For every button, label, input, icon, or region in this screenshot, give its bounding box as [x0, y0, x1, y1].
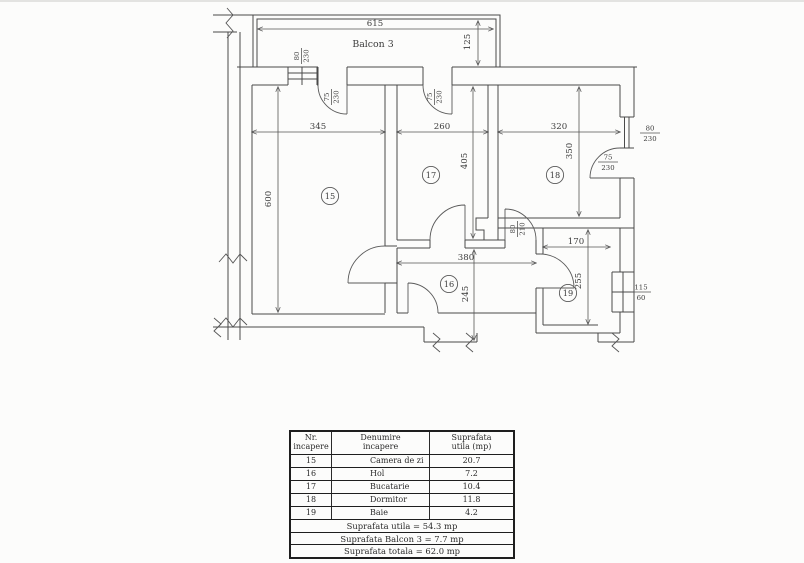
dim-living-height: 600: [264, 191, 274, 207]
cell-area: 7.2: [465, 468, 478, 478]
room-number-bedroom: 18: [545, 165, 565, 185]
dim-hall-width: 380: [458, 253, 474, 263]
table-row: 17 Bucatarie 10.4: [291, 481, 513, 494]
svg-text:210: 210: [519, 222, 527, 235]
balcony-label: Balcon 3: [352, 39, 393, 50]
svg-text:230: 230: [303, 49, 311, 62]
room-number-hall: 16: [439, 274, 459, 294]
room-number-bath: 19: [558, 283, 578, 303]
floor-plan-drawing: 615 Balcon 3 125 345 260 320 600 405 350…: [213, 7, 660, 353]
dim-bedroom-width: 320: [551, 122, 567, 132]
svg-text:16: 16: [444, 279, 454, 289]
svg-text:230: 230: [333, 90, 341, 103]
cell-nr: 17: [291, 481, 332, 493]
balcony-door-2: [422, 84, 453, 115]
cell-name: Dormitor: [332, 494, 430, 506]
cell-nr: 16: [291, 468, 332, 480]
dim-balcony-depth: 125: [463, 34, 473, 50]
svg-text:60: 60: [637, 294, 646, 302]
room-number-living: 15: [320, 186, 340, 206]
dim-kitchen-width: 260: [434, 122, 450, 132]
summary-utila: Suprafata utila = 54.3 mp: [291, 520, 513, 533]
cell-area: 20.7: [462, 455, 481, 465]
svg-text:80: 80: [293, 52, 301, 61]
label-door-75-230-right: 75 230: [598, 154, 618, 172]
dim-bedroom-height: 350: [565, 143, 575, 159]
summary-totala: Suprafata totala = 62.0 mp: [344, 546, 460, 557]
table-row: 18 Dormitor 11.8: [291, 494, 513, 507]
bedroom-door: [589, 147, 621, 179]
svg-text:75: 75: [323, 93, 331, 102]
cell-area: 4.2: [465, 507, 478, 517]
dim-bath-height: 255: [574, 273, 584, 289]
dim-bath-width: 170: [568, 237, 584, 247]
label-window-115-60: 115 60: [631, 284, 651, 302]
dim-kitchen-height: 405: [460, 153, 470, 169]
entrance-door: [407, 282, 439, 314]
bath-door: [539, 253, 575, 289]
cell-area: 10.4: [462, 481, 481, 491]
corridor-door: [504, 208, 537, 241]
svg-text:15: 15: [325, 191, 335, 201]
svg-text:17: 17: [426, 170, 436, 180]
label-door-80-210: 80 210: [509, 221, 527, 237]
door-swings: [317, 84, 621, 314]
dim-balcony-width: 615: [367, 19, 383, 29]
svg-text:75: 75: [604, 154, 613, 162]
label-window-80-230: 80 230: [293, 48, 311, 64]
table-row: 19 Baie 4.2: [291, 507, 513, 520]
svg-text:75: 75: [426, 93, 434, 102]
cell-name: Baie: [332, 507, 430, 519]
dimension-lines: [252, 21, 620, 340]
living-door: [347, 245, 386, 284]
cell-nr: 18: [291, 494, 332, 506]
dim-living-width: 345: [310, 122, 326, 132]
label-door-75-230-b: 75 230: [426, 89, 444, 105]
cell-nr: 19: [291, 507, 332, 519]
svg-text:230: 230: [601, 164, 614, 172]
svg-text:80: 80: [509, 225, 517, 234]
svg-text:19: 19: [563, 288, 573, 298]
walls: [213, 14, 637, 343]
summary-balcon: Suprafata Balcon 3 = 7.7 mp: [291, 533, 513, 546]
dim-hall-height: 245: [461, 286, 471, 302]
cell-nr: 15: [291, 455, 332, 467]
svg-text:115: 115: [634, 284, 647, 292]
svg-text:18: 18: [550, 170, 560, 180]
label-window-80-230-right: 80 230: [640, 125, 660, 143]
svg-text:230: 230: [436, 90, 444, 103]
cell-name: Bucatarie: [332, 481, 430, 493]
break-marks: [213, 7, 620, 353]
cell-name: Camera de zi: [332, 455, 430, 467]
table-row: 16 Hol 7.2: [291, 468, 513, 481]
svg-text:230: 230: [643, 135, 656, 143]
cell-area: 11.8: [462, 494, 481, 504]
cell-name: Hol: [332, 468, 430, 480]
table-row: 15 Camera de zi 20.7: [291, 455, 513, 468]
header-nr: Nr.incapere: [291, 432, 332, 454]
balcony-door-1: [317, 84, 348, 115]
kitchen-door: [429, 204, 466, 241]
label-door-75-230-a: 75 230: [323, 89, 341, 105]
room-number-kitchen: 17: [421, 165, 441, 185]
svg-text:80: 80: [646, 125, 655, 133]
